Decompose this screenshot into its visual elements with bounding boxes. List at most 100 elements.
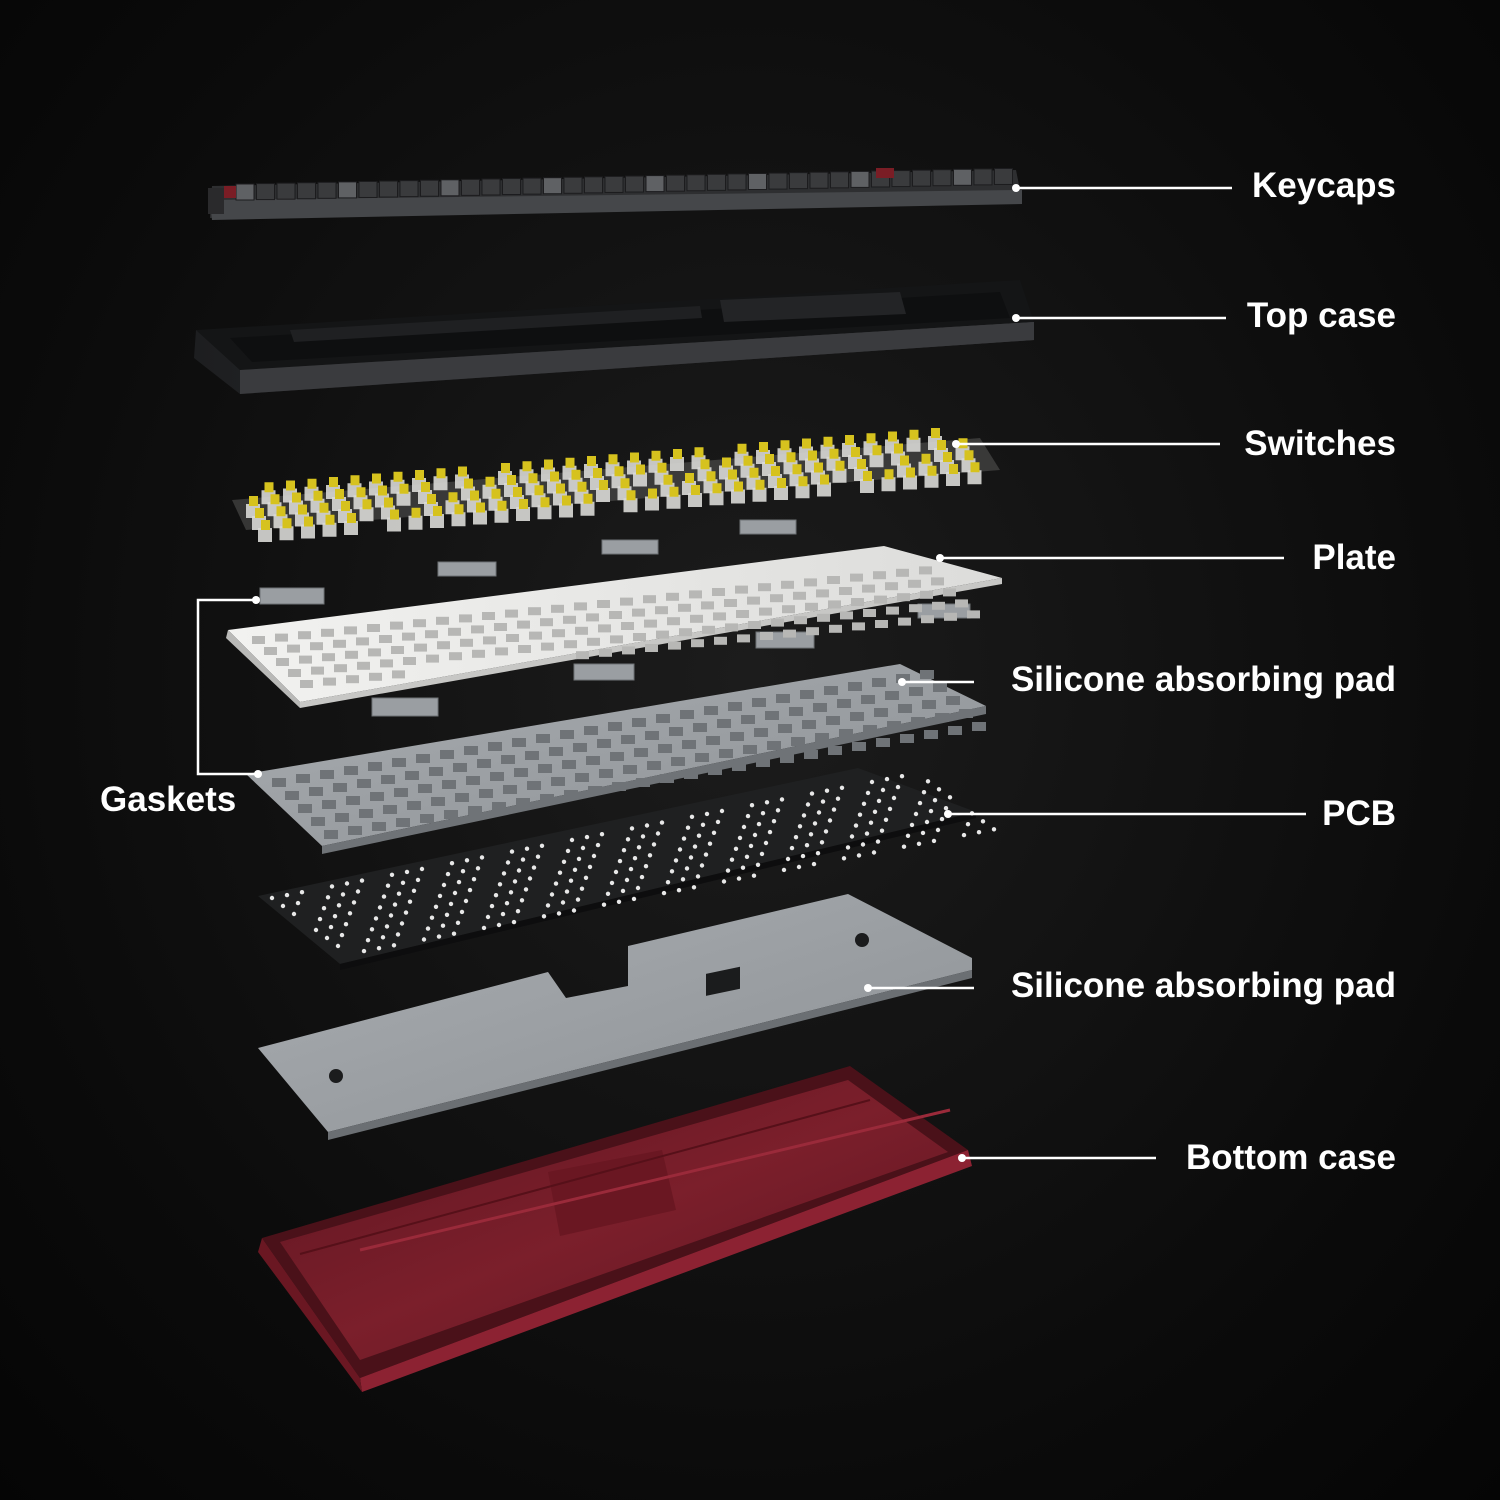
pad-cutout bbox=[525, 751, 539, 760]
plate-cutout bbox=[967, 610, 980, 619]
switch-housing bbox=[258, 528, 272, 542]
pcb-solder-pad bbox=[475, 866, 481, 871]
keycap bbox=[666, 174, 685, 192]
pcb-solder-pad bbox=[359, 878, 365, 883]
label-top-case: Top case bbox=[1246, 296, 1396, 335]
pcb-solder-pad bbox=[625, 837, 631, 842]
pcb-solder-pad bbox=[328, 924, 334, 930]
switch-stem bbox=[630, 452, 639, 463]
plate-cutout bbox=[886, 606, 899, 615]
pcb-solder-pad bbox=[856, 853, 862, 858]
pcb-solder-pad bbox=[785, 856, 791, 862]
plate-cutout bbox=[609, 611, 622, 619]
plate-cutout bbox=[794, 616, 807, 625]
switch-housing bbox=[688, 493, 702, 507]
switch-stem bbox=[436, 468, 446, 479]
leader-lines bbox=[196, 184, 1306, 1162]
plate-cutout bbox=[645, 644, 658, 652]
pcb-solder-pad bbox=[355, 889, 361, 894]
switch-housing bbox=[596, 488, 610, 502]
keycap bbox=[809, 171, 829, 189]
switch-stem bbox=[734, 481, 743, 492]
pcb-solder-pad bbox=[789, 845, 795, 851]
pcb-solder-pad bbox=[351, 900, 357, 905]
pcb-solder-pad bbox=[391, 943, 397, 948]
switch-housing bbox=[731, 489, 745, 504]
pcb-solder-pad bbox=[925, 779, 931, 784]
pad-cutout bbox=[562, 760, 576, 769]
plate-cutout bbox=[483, 636, 496, 645]
pcb-solder-pad bbox=[857, 812, 863, 817]
plate-cutout bbox=[875, 620, 888, 628]
pcb-solder-pad bbox=[539, 843, 545, 848]
keycap bbox=[912, 169, 931, 187]
pcb-solder-pad bbox=[647, 853, 653, 858]
pcb-solder-pad bbox=[500, 911, 506, 917]
switch-housing bbox=[322, 522, 337, 537]
pad-cutout bbox=[634, 748, 648, 757]
plate-cutout bbox=[403, 657, 416, 665]
plate-cutout bbox=[574, 602, 587, 611]
pcb-solder-pad bbox=[628, 866, 634, 872]
switch-stem bbox=[501, 463, 510, 473]
pad-cutout bbox=[420, 814, 434, 823]
plate-cutout bbox=[644, 619, 657, 628]
pcb-solder-pad bbox=[816, 810, 822, 815]
plate-cutout bbox=[828, 600, 841, 609]
switch-stem bbox=[857, 459, 866, 469]
plate-cutout bbox=[460, 638, 473, 647]
pad-cutout bbox=[791, 737, 805, 746]
pcb-solder-pad bbox=[404, 869, 410, 875]
switch-housing bbox=[580, 501, 595, 516]
pcb-solder-pad bbox=[659, 820, 665, 825]
pcb-solder-pad bbox=[587, 864, 593, 870]
plate-cutout bbox=[541, 642, 554, 651]
pcb-solder-pad bbox=[680, 877, 686, 882]
switch-stem bbox=[845, 435, 854, 445]
pad-cutout bbox=[490, 772, 504, 781]
keycap bbox=[645, 175, 665, 193]
pad-cutout bbox=[732, 762, 746, 771]
pcb-solder-pad bbox=[909, 822, 915, 828]
plate-cutout bbox=[437, 641, 450, 650]
pcb-solder-pad bbox=[811, 861, 817, 867]
pcb-solder-pad bbox=[901, 844, 907, 849]
keycap bbox=[953, 168, 972, 186]
pcb-solder-pad bbox=[415, 877, 421, 883]
pcb-solder-pad bbox=[676, 888, 682, 893]
pad-cutout bbox=[407, 801, 421, 810]
plate-cutout bbox=[449, 652, 462, 661]
pcb-solder-pad bbox=[871, 850, 877, 855]
pcb-solder-pad bbox=[505, 860, 511, 865]
pad-cutout bbox=[645, 731, 659, 740]
pcb-solder-pad bbox=[335, 943, 341, 949]
pcb-solder-pad bbox=[629, 826, 635, 831]
pad-cutout bbox=[778, 724, 792, 733]
switch-stem bbox=[550, 471, 559, 482]
pcb-solder-pad bbox=[389, 872, 395, 877]
switch-stem bbox=[464, 478, 473, 489]
switch-housing bbox=[670, 457, 684, 471]
pcb-solder-pad bbox=[557, 870, 563, 875]
switch-stem bbox=[663, 474, 673, 485]
switch-housing bbox=[709, 491, 724, 506]
plate-cutout bbox=[518, 645, 531, 653]
bottom-case-layer bbox=[258, 1066, 972, 1392]
switch-stem bbox=[276, 506, 286, 517]
pcb-solder-pad bbox=[673, 858, 679, 863]
plate-cutout bbox=[782, 605, 795, 614]
plate-cutout bbox=[426, 654, 439, 663]
pad-cutout bbox=[320, 770, 334, 779]
gasket bbox=[601, 539, 659, 555]
switch-stem bbox=[636, 464, 645, 475]
pcb-solder-pad bbox=[740, 865, 746, 870]
pcb-solder-pad bbox=[560, 900, 566, 905]
pcb-solder-pad bbox=[916, 841, 922, 846]
pad-cutout bbox=[512, 738, 526, 747]
pad-cutout bbox=[876, 738, 890, 747]
switch-stem bbox=[673, 449, 682, 459]
pcb-solder-pad bbox=[692, 844, 698, 849]
pad-cutout bbox=[324, 830, 338, 839]
plate-cutout bbox=[288, 669, 301, 677]
pcb-solder-pad bbox=[452, 890, 458, 896]
